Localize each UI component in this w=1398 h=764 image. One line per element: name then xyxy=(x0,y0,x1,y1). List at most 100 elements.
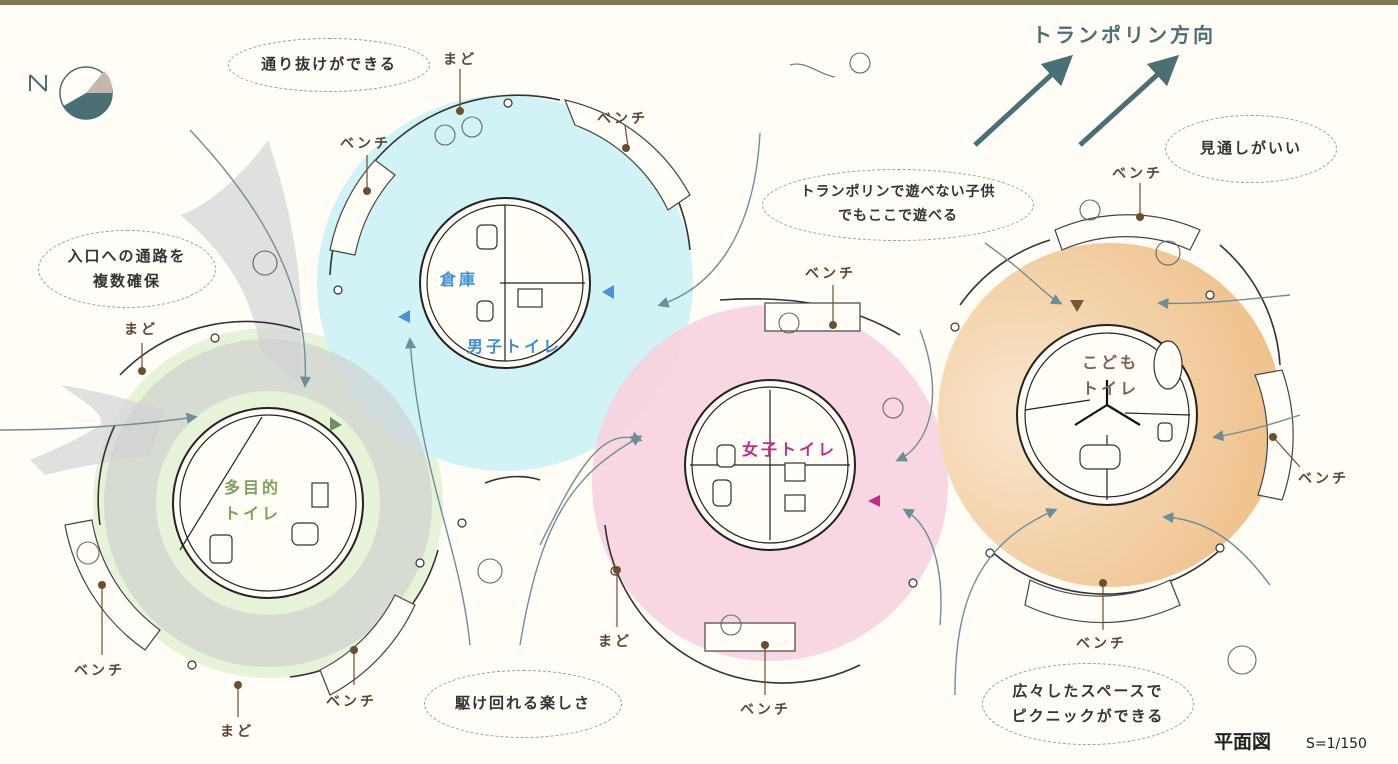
fixture-k-2 xyxy=(1079,444,1121,470)
leader-dot xyxy=(138,367,146,375)
room-storage: 倉庫 xyxy=(440,270,479,289)
room-womens: 女子トイレ xyxy=(742,440,838,459)
post xyxy=(210,333,220,343)
post xyxy=(457,518,467,528)
leader-dot xyxy=(1136,213,1144,221)
fixture-k-3 xyxy=(1157,422,1173,442)
room-multipurpose: 多目的 トイレ xyxy=(224,478,282,523)
post xyxy=(503,98,513,108)
wall-multipurpose-3 xyxy=(97,424,116,526)
leader-dot xyxy=(350,646,358,654)
entry-storage-triangle xyxy=(398,310,410,323)
fixture-mp-2 xyxy=(291,522,319,546)
callout-visibility: 見通しがいい xyxy=(1165,115,1337,183)
core-kids xyxy=(1016,324,1198,506)
person-figure xyxy=(434,124,456,146)
trampoline-arrow-2 xyxy=(1078,54,1180,147)
bench-womens-south xyxy=(704,622,796,652)
label-bench-womens-north: ベンチ xyxy=(805,266,856,282)
fixture-mp-3 xyxy=(311,482,329,508)
room-mens: 男子トイレ xyxy=(467,337,563,356)
leader-dot xyxy=(98,581,106,589)
fixture-w-1 xyxy=(716,444,736,468)
wall-kids xyxy=(959,239,1051,306)
fixture-mens-3 xyxy=(476,300,494,322)
kids-door-1 xyxy=(1074,404,1108,426)
kids-door-2 xyxy=(1106,404,1141,426)
flow-arrow xyxy=(1162,511,1271,586)
label-bench-mens-west: ベンチ xyxy=(340,136,391,152)
north-indicator xyxy=(29,66,113,120)
flow-arrow xyxy=(1212,414,1301,442)
partition-kids-2 xyxy=(1124,412,1191,416)
leader-dot xyxy=(622,144,630,152)
flow-arrow xyxy=(189,129,312,388)
callout-pass-through: 通り抜けができる xyxy=(228,38,430,92)
bench-mens-east xyxy=(564,99,691,211)
leader-dot xyxy=(761,641,769,649)
wall-mid xyxy=(484,475,541,484)
fixture-w-4 xyxy=(784,494,806,512)
person-figure xyxy=(1155,240,1181,266)
label-window-mp-north: まど xyxy=(124,322,158,338)
flow-arrow xyxy=(1157,294,1291,310)
entry-womens-triangle xyxy=(868,495,880,507)
leader-dot xyxy=(1269,433,1277,441)
label-bench-womens-south: ベンチ xyxy=(740,702,791,718)
person-figure xyxy=(720,614,742,636)
trampoline-arrow-1 xyxy=(973,54,1074,147)
partition-kids-1 xyxy=(1024,399,1091,411)
wall-kids-3 xyxy=(989,549,1221,595)
callout-picnic: 広々したスペースで ピクニックができる xyxy=(982,663,1194,745)
flow-arrow xyxy=(519,435,643,646)
scale-label: S=1/150 xyxy=(1306,736,1367,752)
person-figure xyxy=(849,52,871,74)
flow-arrow xyxy=(895,329,934,462)
label-window-mens: まど xyxy=(443,52,477,68)
post xyxy=(985,548,995,558)
room-kids: こども トイレ xyxy=(1082,353,1140,398)
fixture-w-3 xyxy=(784,462,806,482)
fixture-mens-2 xyxy=(517,288,543,308)
fixture-w-2 xyxy=(712,479,732,507)
trampoline-direction-title: トランポリン方向 xyxy=(1032,23,1216,47)
bench-kids-north xyxy=(1054,214,1201,251)
flow-arrow xyxy=(657,132,761,308)
leader-dot xyxy=(234,681,242,689)
person-figure xyxy=(778,312,800,334)
post xyxy=(950,322,960,332)
post xyxy=(1215,543,1225,553)
plan-title: 平面図 xyxy=(1214,731,1272,753)
label-window-womens: まど xyxy=(598,634,632,650)
person-figure xyxy=(461,116,483,138)
label-bench-kids-north: ベンチ xyxy=(1112,166,1163,182)
label-bench-kids-south: ベンチ xyxy=(1076,636,1127,652)
entry-mp-triangle xyxy=(330,417,342,431)
flow-arrow xyxy=(0,412,198,431)
person-figure xyxy=(252,250,278,276)
entry-mens-triangle xyxy=(602,285,614,299)
post xyxy=(187,660,197,670)
fixture-k-1 xyxy=(1153,340,1183,390)
post xyxy=(415,558,425,568)
floor-plan-drawing xyxy=(0,52,1301,717)
flow-arrow xyxy=(405,337,471,646)
dog-figure xyxy=(789,63,836,78)
leader-dot xyxy=(829,321,837,329)
label-bench-mens-east: ベンチ xyxy=(597,111,648,127)
label-bench-kids-east: ベンチ xyxy=(1298,471,1349,487)
wall-multipurpose xyxy=(119,320,301,376)
entry-kids-triangle xyxy=(1070,300,1084,312)
label-bench-mp-south: ベンチ xyxy=(326,694,377,710)
callout-kids-play: トランポリンで遊べない子供 でもここで遊べる xyxy=(762,169,1034,241)
person-figure xyxy=(1079,199,1101,221)
person-figure xyxy=(882,397,904,419)
person-figure xyxy=(76,541,100,565)
wall-kids-2 xyxy=(1219,244,1281,366)
person-figure xyxy=(477,558,503,584)
post xyxy=(1205,290,1215,300)
callout-run-around: 駆け回れる楽しさ xyxy=(424,670,622,738)
bench-mens-west xyxy=(329,159,396,256)
plaza-ring xyxy=(104,339,432,667)
